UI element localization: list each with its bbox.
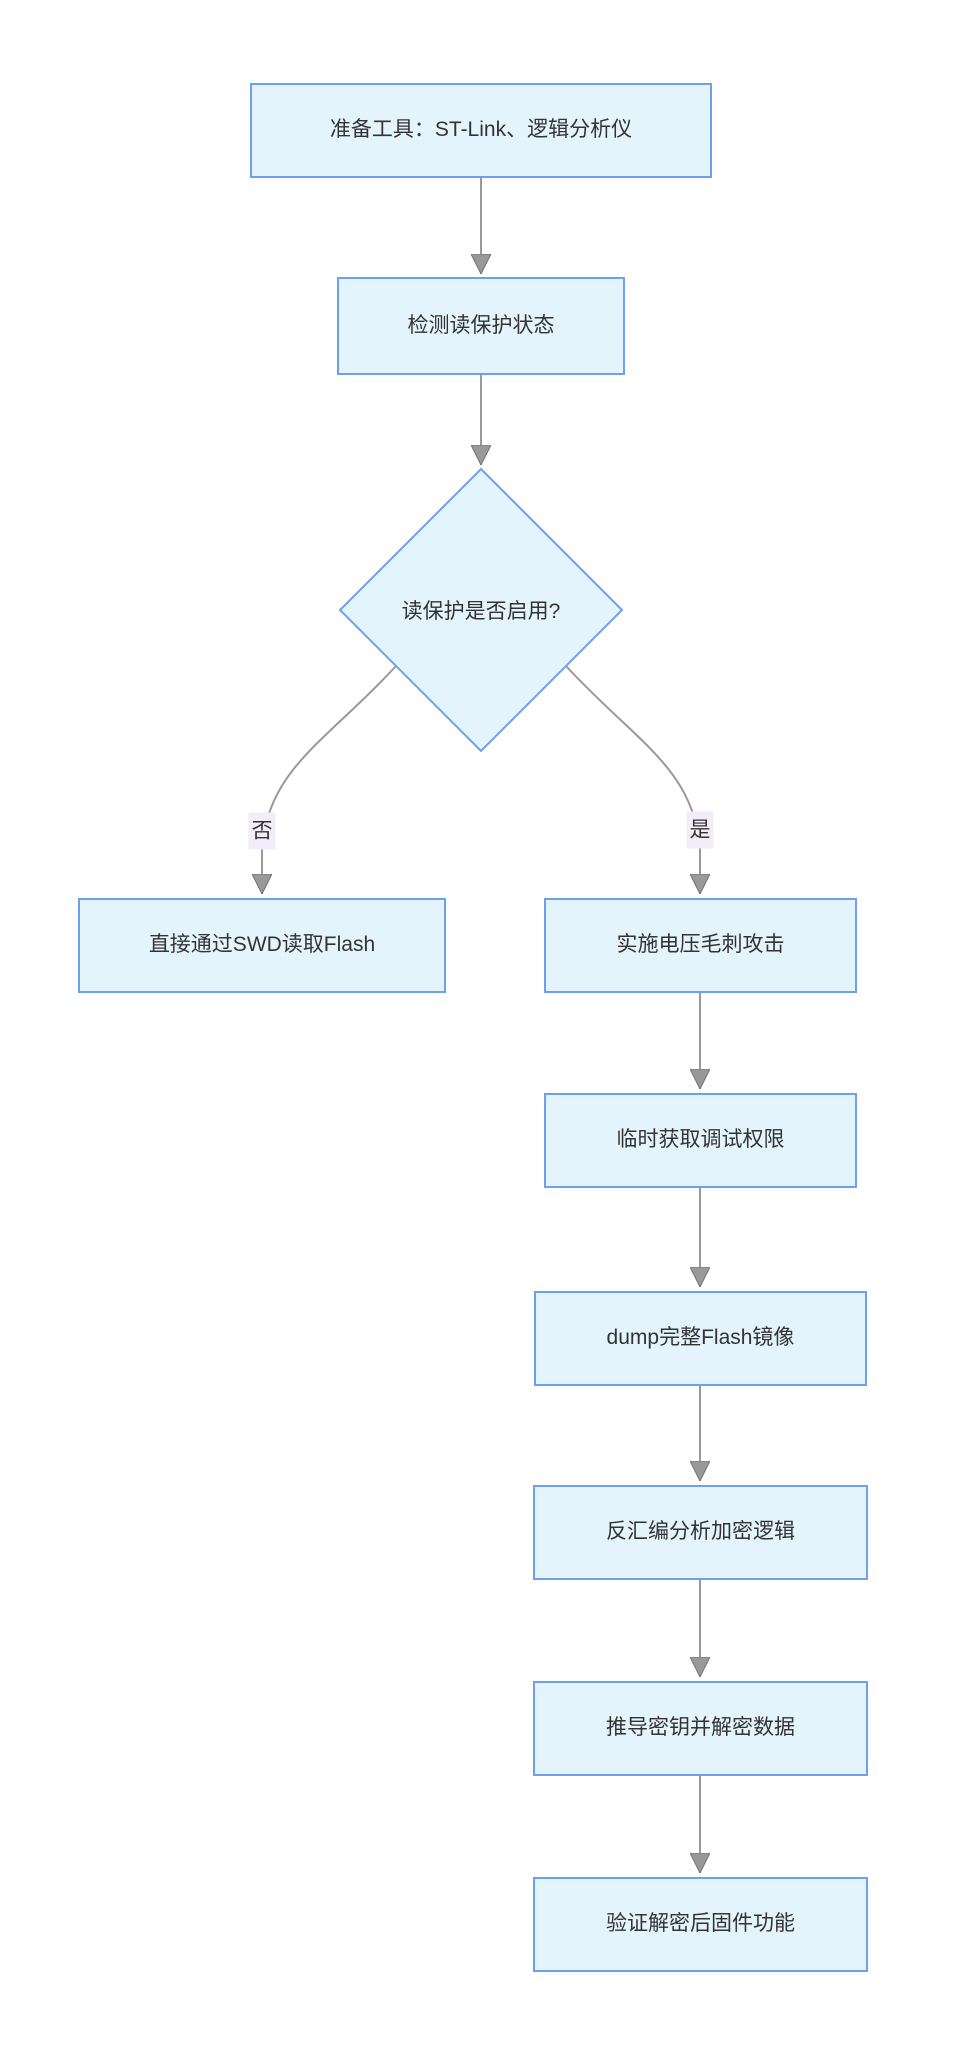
node-label: 检测读保护状态 <box>407 313 555 337</box>
node-label: 反汇编分析加密逻辑 <box>606 1520 795 1544</box>
node-label: 推导密钥并解密数据 <box>606 1716 795 1740</box>
node-label: 读保护是否启用? <box>401 600 561 623</box>
node-voltage-glitch-attack: 实施电压毛刺攻击 <box>544 898 857 993</box>
node-verify-firmware: 验证解密后固件功能 <box>533 1877 868 1972</box>
node-check-rdp-status: 检测读保护状态 <box>337 277 625 375</box>
node-temp-debug-access: 临时获取调试权限 <box>544 1093 857 1188</box>
decision-node-shape <box>338 467 624 753</box>
edge-label-no: 否 <box>248 812 276 850</box>
node-label: 临时获取调试权限 <box>616 1128 785 1152</box>
decision-rdp-enabled: 读保护是否启用? <box>360 570 602 650</box>
node-label: 直接通过SWD读取Flash <box>148 933 376 957</box>
node-label: dump完整Flash镜像 <box>606 1326 795 1350</box>
edge-c-e-yes <box>565 665 700 894</box>
edge-c-d-no <box>262 665 397 894</box>
node-label: 实施电压毛刺攻击 <box>616 933 785 957</box>
node-disassemble-crypto-logic: 反汇编分析加密逻辑 <box>533 1485 868 1580</box>
node-prepare-tools: 准备工具：ST-Link、逻辑分析仪 <box>250 83 712 178</box>
edge-label-yes: 是 <box>686 811 714 849</box>
node-label: 准备工具：ST-Link、逻辑分析仪 <box>329 118 633 142</box>
node-swd-read-flash: 直接通过SWD读取Flash <box>78 898 446 993</box>
node-derive-key-decrypt: 推导密钥并解密数据 <box>533 1681 868 1776</box>
node-label: 验证解密后固件功能 <box>606 1912 795 1936</box>
node-dump-flash-image: dump完整Flash镜像 <box>534 1291 867 1386</box>
